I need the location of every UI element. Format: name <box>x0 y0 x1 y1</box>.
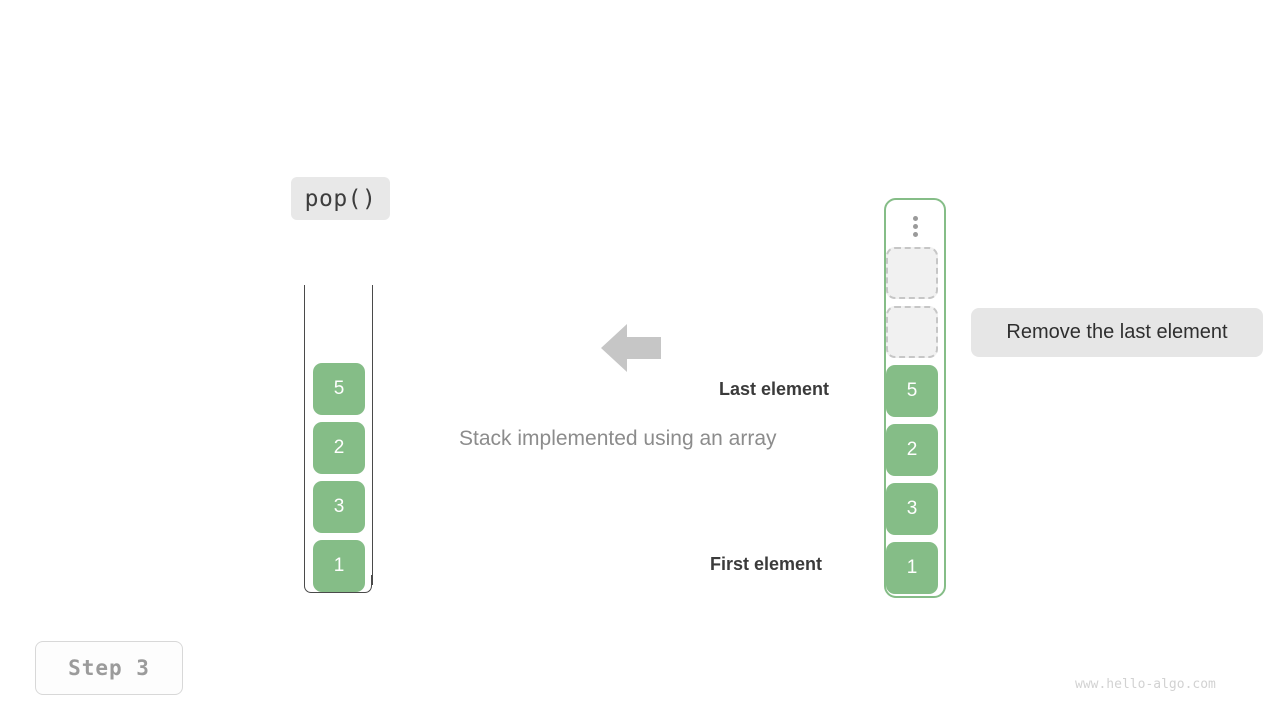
first-element-label: First element <box>710 554 823 574</box>
stack-element: 3 <box>313 481 365 533</box>
stack-wall-left <box>304 285 305 585</box>
left-arrow-icon <box>601 320 661 376</box>
stack-floor <box>304 575 373 593</box>
stack-element: 5 <box>313 363 365 415</box>
operation-label: pop() <box>291 177 390 220</box>
array-empty-slot <box>886 247 938 299</box>
callout-box: Remove the last element <box>971 308 1263 357</box>
element-value: 1 <box>333 555 345 576</box>
element-value: 2 <box>906 439 918 460</box>
diagram-caption: Stack implemented using an array <box>459 427 777 450</box>
stack-wall-right <box>372 285 374 585</box>
stack-element-list: 5 2 3 1 <box>313 285 365 603</box>
element-value: 5 <box>906 380 918 401</box>
element-value: 3 <box>906 498 918 519</box>
last-element-label: Last element <box>719 379 830 399</box>
element-value: 5 <box>333 378 345 399</box>
vertical-ellipsis-icon <box>886 208 944 244</box>
stack-element: 2 <box>313 422 365 474</box>
element-value: 1 <box>906 557 918 578</box>
step-badge: Step 3 <box>35 641 183 695</box>
stack-container: 5 2 3 1 <box>304 285 374 603</box>
array-element: 5 <box>886 365 938 417</box>
array-element: 1 <box>886 542 938 594</box>
element-value: 3 <box>333 496 345 517</box>
watermark: www.hello-algo.com <box>1075 677 1216 692</box>
array-element: 2 <box>886 424 938 476</box>
stack-element: 1 <box>313 540 365 592</box>
array-element: 3 <box>886 483 938 535</box>
array-empty-slot <box>886 306 938 358</box>
array-container: 5 2 3 1 <box>884 198 946 598</box>
element-value: 2 <box>333 437 345 458</box>
